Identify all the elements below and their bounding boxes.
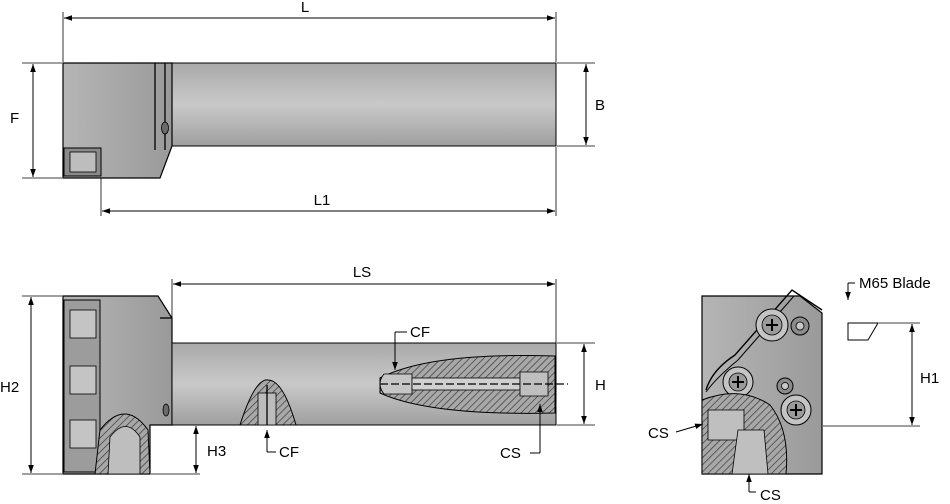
label-cf-top: CF (410, 324, 430, 341)
side-view: LS H2 H (0, 264, 606, 475)
blade-profile (847, 322, 879, 341)
end-view: H1 M65 Blade CS CS (648, 275, 939, 504)
insert-pocket (69, 419, 97, 449)
label-cf-bottom: CF (279, 444, 299, 461)
clamp-screw (780, 394, 812, 426)
insert-pocket (69, 309, 97, 339)
coolant-bore-end (731, 429, 769, 475)
clamp-screw (722, 366, 754, 398)
coolant-bore-head (107, 426, 141, 475)
top-view: L F B L1 (10, 0, 605, 216)
blade-slot-curve (705, 295, 795, 393)
dim-label-l1: L1 (314, 192, 331, 209)
coolant-port-end (707, 409, 745, 441)
label-cs-left: CS (648, 425, 669, 442)
insert-pocket (69, 365, 97, 395)
adjust-screw (790, 316, 810, 336)
blade-slot-curve (705, 289, 823, 391)
dim-label-h3: H3 (207, 443, 226, 460)
adjust-screw (776, 377, 794, 395)
leader-cs-left (675, 423, 704, 433)
dim-label-h2: H2 (0, 379, 19, 396)
dim-label-h: H (595, 377, 606, 394)
dim-label-f: F (10, 110, 19, 127)
blade-insert-top (69, 151, 97, 173)
dim-label-b: B (595, 97, 605, 114)
dim-label-h1: H1 (920, 370, 939, 387)
label-cs-bottom: CS (760, 487, 781, 504)
dim-label-l: L (301, 0, 309, 16)
clamp-screw (755, 308, 789, 342)
dim-label-ls: LS (353, 264, 371, 281)
screw-hole (161, 121, 169, 135)
label-cs: CS (500, 445, 521, 462)
screw-hole (162, 403, 170, 417)
label-m65-blade: M65 Blade (859, 275, 931, 292)
